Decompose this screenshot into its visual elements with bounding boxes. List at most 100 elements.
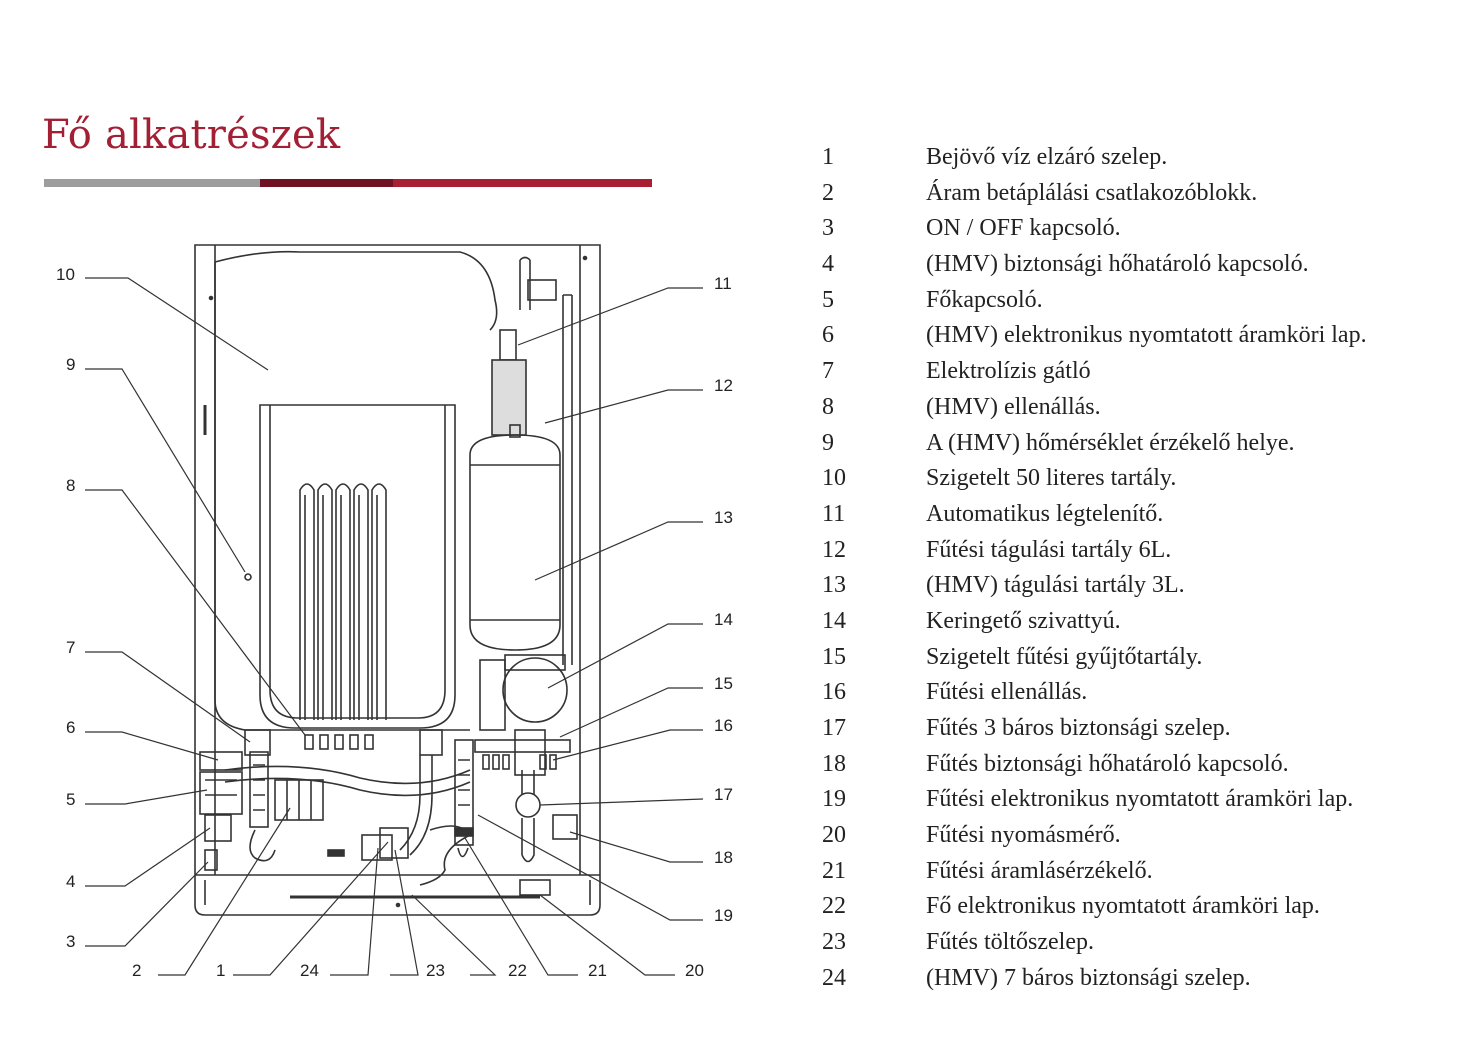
legend-text: Fűtési tágulási tartály 6L. <box>926 536 1172 563</box>
leader-8 <box>85 489 306 736</box>
legend-number: 12 <box>822 536 846 563</box>
legend-text: Fűtési nyomásmérő. <box>926 822 1121 849</box>
legend-number: 3 <box>822 215 834 242</box>
element-terminals <box>304 734 374 750</box>
hmv-pcb <box>199 751 243 771</box>
legend-number: 23 <box>822 929 846 956</box>
legend-item: 11 Automatikus légtelenítő. <box>822 497 1367 533</box>
legend-text: Fűtés biztonsági hőhatároló kapcsoló. <box>926 750 1289 777</box>
leader-14 <box>547 623 703 689</box>
legend-item: 8 (HMV) ellenállás. <box>822 390 1367 426</box>
legend-text: Áram betáplálási csatlakozóblokk. <box>926 179 1258 206</box>
legend-text: Fő elektronikus nyomtatott áramköri lap. <box>926 893 1320 920</box>
legend-text: ON / OFF kapcsoló. <box>926 215 1121 242</box>
legend-number: 2 <box>822 179 834 206</box>
callout-9: 9 <box>66 355 76 374</box>
heating-element-terminals <box>482 754 557 770</box>
legend-text: Fűtési ellenállás. <box>926 679 1088 706</box>
leader-22 <box>411 894 497 976</box>
legend-number: 21 <box>822 857 846 884</box>
leader-12 <box>544 389 703 424</box>
inlet-shutoff-valve <box>379 827 409 859</box>
leader-16 <box>552 729 703 761</box>
callout-20: 20 <box>685 961 704 980</box>
title-rule-dark <box>260 179 393 187</box>
legend-number: 9 <box>822 429 834 456</box>
circulation-pump <box>502 657 568 723</box>
leader-18 <box>569 831 703 863</box>
legend-text: (HMV) biztonsági hőhatároló kapcsoló. <box>926 251 1309 278</box>
legend-item: 21 Fűtési áramlásérzékelő. <box>822 854 1367 890</box>
hmv-expansion-vessel <box>469 434 561 651</box>
legend-text: (HMV) ellenállás. <box>926 393 1101 420</box>
leader-19 <box>477 814 703 921</box>
legend-text: Bejövő víz elzáró szelep. <box>926 144 1168 170</box>
callout-5: 5 <box>66 790 76 809</box>
page-title: Fő alkatrészek <box>42 112 341 158</box>
legend-text: Fűtési elektronikus nyomtatott áramköri … <box>926 786 1354 813</box>
leader-15 <box>559 687 703 738</box>
collector-tank <box>474 739 571 753</box>
leader-10 <box>85 277 269 371</box>
callout-2: 2 <box>132 961 142 980</box>
legend-number: 20 <box>822 822 846 849</box>
boiler-diagram <box>85 244 704 976</box>
legend-number: 7 <box>822 358 834 385</box>
callout-18: 18 <box>714 848 733 867</box>
leader-13 <box>534 521 703 581</box>
leader-5 <box>85 789 208 805</box>
callout-12: 12 <box>714 376 733 395</box>
legend-number: 11 <box>822 500 846 527</box>
legend-number: 8 <box>822 393 834 420</box>
legend-item: 20 Fűtési nyomásmérő. <box>822 818 1367 854</box>
legend-text: Szigetelt fűtési gyűjtőtartály. <box>926 643 1203 670</box>
callout-24: 24 <box>300 961 319 980</box>
leader-6 <box>85 731 219 761</box>
legend-text: Automatikus légtelenítő. <box>926 500 1164 527</box>
legend-number: 24 <box>822 964 846 991</box>
parts-legend: 1 Bejövő víz elzáró szelep. 2 Áram betáplá… <box>822 140 1367 997</box>
callout-11: 11 <box>714 274 732 293</box>
title-rule-gray <box>44 179 260 187</box>
heating-expansion-vessel <box>562 294 573 665</box>
leader-9 <box>85 368 246 573</box>
legend-number: 15 <box>822 643 846 670</box>
legend-number: 4 <box>822 251 834 278</box>
pressure-gauge <box>519 879 551 896</box>
legend-text: (HMV) elektronikus nyomtatott áramköri l… <box>926 322 1367 349</box>
cabinet-outline <box>194 244 601 916</box>
legend-number: 14 <box>822 607 846 634</box>
legend-text: A (HMV) hőmérséklet érzékelő helye. <box>926 429 1295 456</box>
leader-21 <box>464 837 578 976</box>
leader-20 <box>539 894 675 976</box>
legend-item: 23 Fűtés töltőszelep. <box>822 925 1367 961</box>
tank-outer <box>214 250 498 331</box>
legend-text: (HMV) tágulási tartály 3L. <box>926 572 1185 599</box>
heating-safety-valve <box>515 792 541 818</box>
legend-text: Elektrolízis gátló <box>926 358 1091 385</box>
heating-limit-switch <box>552 814 578 840</box>
legend-text: (HMV) 7 báros biztonsági szelep. <box>926 964 1251 991</box>
legend-item: 2 Áram betáplálási csatlakozóblokk. <box>822 176 1367 212</box>
leader-11 <box>517 287 703 346</box>
legend-text: Fűtés töltőszelep. <box>926 929 1094 956</box>
on-off-switch <box>204 849 218 871</box>
legend-number: 1 <box>822 144 834 170</box>
callout-23: 23 <box>426 961 445 980</box>
title-rule-red <box>393 179 652 187</box>
leader-23 <box>390 849 419 976</box>
legend-text: Főkapcsoló. <box>926 286 1043 313</box>
legend-text: Fűtési áramlásérzékelő. <box>926 857 1153 884</box>
legend-item: 7 Elektrolízis gátló <box>822 354 1367 390</box>
leader-24 <box>330 847 379 976</box>
callout-14: 14 <box>714 610 733 629</box>
legend-item: 4 (HMV) biztonsági hőhatároló kapcsoló. <box>822 247 1367 283</box>
hmv-heating-element <box>299 483 387 720</box>
callout-22: 22 <box>508 961 527 980</box>
leader-1 <box>233 841 389 976</box>
